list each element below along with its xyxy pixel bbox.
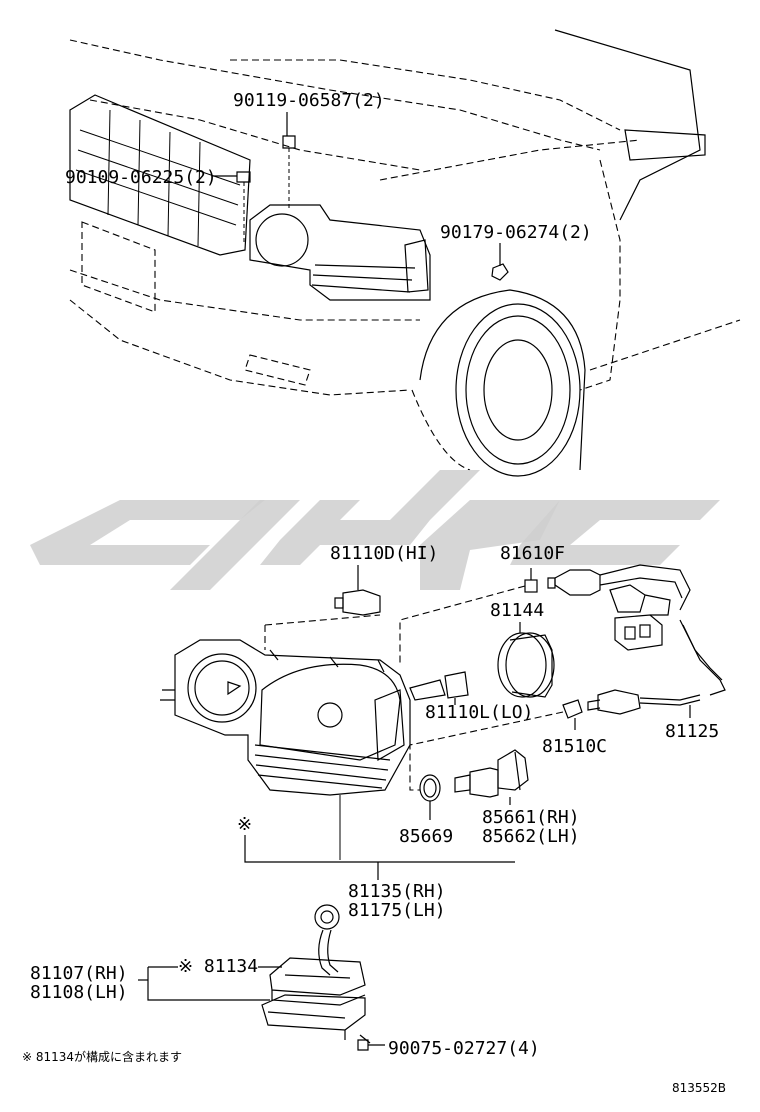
computer-assembly: [138, 904, 385, 1051]
cap-81144: [497, 622, 555, 698]
label-bolt-left: 90109-06225(2): [65, 167, 217, 188]
label-unit-85661: 85661(RH): [482, 807, 580, 828]
bulb-81610f: [399, 568, 538, 665]
label-comp-81107: 81107(RH): [30, 963, 128, 984]
label-ref-mark: ※: [237, 814, 252, 835]
label-screw-90075: 90075-02727(4): [388, 1038, 540, 1059]
assembly-bracket: [244, 835, 515, 880]
footnote: ※ 81134が構成に含まれます: [22, 1049, 182, 1064]
label-comp-81108: 81108(LH): [30, 982, 128, 1003]
watermark-logo: [30, 470, 720, 590]
label-cap-81144: 81144: [490, 600, 544, 621]
unit-85661: [454, 749, 529, 805]
label-nut-right: 90179-06274(2): [440, 222, 592, 243]
label-bulb-81610f: 81610F: [500, 543, 565, 564]
label-lamp-81135: 81135(RH): [348, 881, 446, 902]
socket-harness-81125: [547, 564, 726, 718]
bulb-81510c: [409, 699, 583, 791]
label-bulb-81510c: 81510C: [542, 736, 607, 757]
label-bulb-hi: 81110D(HI): [330, 543, 438, 564]
diagram-code: 813552B: [672, 1081, 726, 1095]
label-bolt-upper: 90119-06587(2): [233, 90, 385, 111]
gasket-85669: [419, 774, 441, 820]
label-unit-85662: 85662(LH): [482, 826, 580, 847]
bulb-hi: [264, 565, 381, 650]
label-comp-81134: ※ 81134: [178, 956, 258, 977]
headlamp-assembly: [160, 639, 411, 860]
bulb-lo: [409, 671, 469, 705]
label-gasket-85669: 85669: [399, 826, 453, 847]
label-lamp-81175: 81175(LH): [348, 900, 446, 921]
car-front-illustration: [69, 29, 741, 477]
label-bulb-lo: 81110L(LO): [425, 702, 533, 723]
label-socket-81125: 81125: [665, 721, 719, 742]
